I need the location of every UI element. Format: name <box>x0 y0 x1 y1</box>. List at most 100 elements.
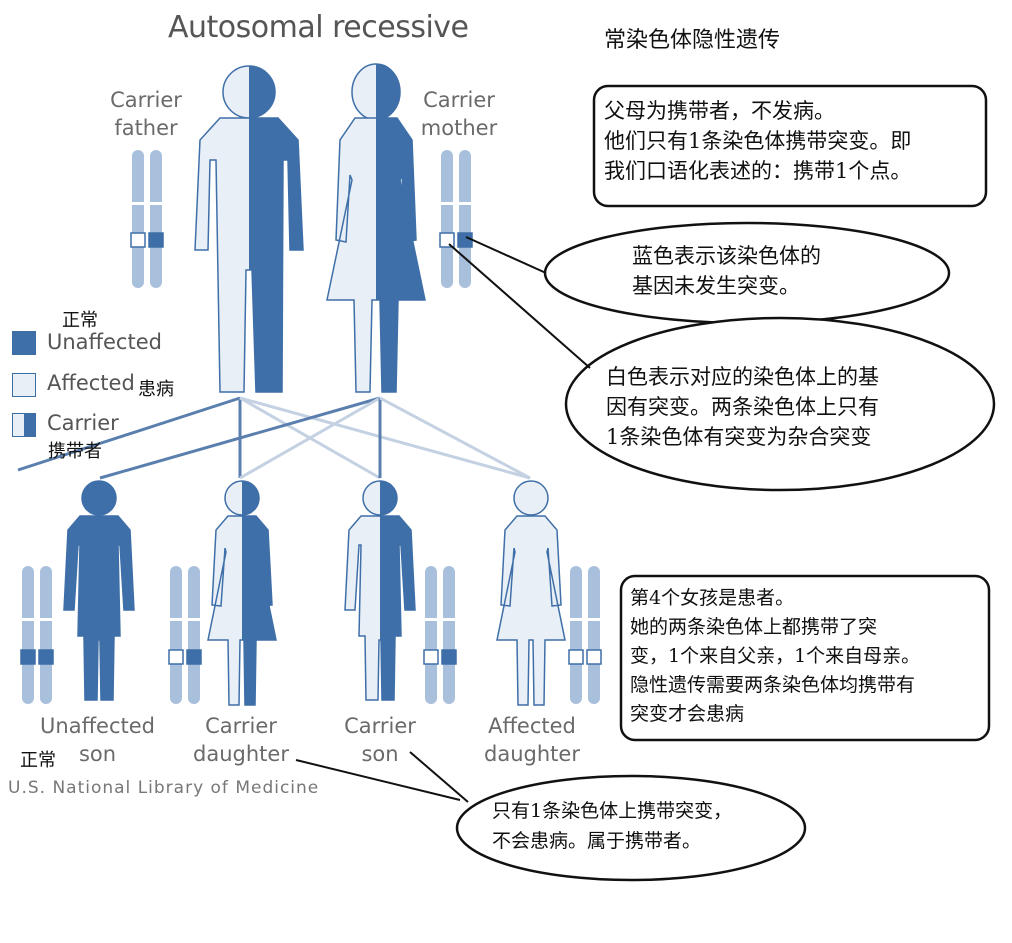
child-affected-daughter <box>496 480 566 706</box>
legend-affected-label: Affected <box>47 371 135 395</box>
normal-gene-band <box>441 649 457 665</box>
daughter-note-line5: 突变才会患病 <box>630 703 745 725</box>
daughter-note-line4: 隐性遗传需要两条染色体均携带有 <box>630 674 916 696</box>
centromere <box>459 202 471 205</box>
white-note-text: 白色表示对应的染色体上的基 因有突变。两条染色体上只有 1条染色体有突变为杂合突… <box>606 362 879 452</box>
legend-carrier-label: Carrier <box>47 411 119 435</box>
daughter-note-line1: 第4个女孩是患者。 <box>630 587 795 609</box>
son1-chromosomes <box>20 566 54 704</box>
child-unaffected-son <box>63 480 135 701</box>
daughter2-chromosomes <box>568 566 602 704</box>
chromosome <box>40 566 52 704</box>
normal-gene-band <box>148 232 164 248</box>
child4-label-line1: Affected <box>488 714 576 738</box>
chromosome <box>441 150 453 288</box>
carrier-note-text: 只有1条染色体上携带突变， 不会患病。属于携带者。 <box>492 796 732 856</box>
child-label-affected-daughter: Affected daughter <box>474 712 590 768</box>
father-label-line2: father <box>114 116 178 140</box>
mutated-gene-band <box>130 232 146 248</box>
chromosome <box>443 566 455 704</box>
parents-note-line3: 我们口语化表述的：携带1个点。 <box>604 159 912 183</box>
mother-label: Carrier mother <box>414 86 504 142</box>
child1-label-line2: son <box>78 742 117 766</box>
chromosome <box>132 150 144 288</box>
chromosome <box>22 566 34 704</box>
carrier-note-pointer-daughter <box>295 759 461 801</box>
child2-label-line2: daughter <box>193 742 289 766</box>
carrier-note-line2: 不会患病。属于携带者。 <box>492 830 702 852</box>
mother-label-line1: Carrier <box>423 88 495 112</box>
mutated-gene-band <box>423 649 439 665</box>
white-note-line2: 因有突变。两条染色体上只有 <box>606 395 879 419</box>
legend-affected-swatch <box>12 373 36 397</box>
carrier-note-pointer-son <box>409 751 469 803</box>
inheritance-lines <box>17 396 531 480</box>
white-note-pointer <box>448 243 591 369</box>
mother-figure <box>326 63 426 393</box>
legend-carrier-cn: 携带者 <box>48 441 102 462</box>
centromere <box>443 618 455 621</box>
child-label-carrier-son: Carrier son <box>335 712 425 768</box>
daughter-note-box <box>619 574 991 742</box>
daughter-note-line2: 她的两条染色体上都携带了突 <box>630 616 878 638</box>
centromere <box>40 618 52 621</box>
blue-note-pointer <box>465 236 547 274</box>
credit-line: U.S. National Library of Medicine <box>8 778 320 798</box>
daughter-chromosomes <box>168 566 202 704</box>
white-note-ellipse <box>564 316 996 492</box>
chromosome <box>170 566 182 704</box>
blue-note-line1: 蓝色表示该染色体的 <box>632 244 821 268</box>
chromosome <box>459 150 471 288</box>
centromere <box>441 202 453 205</box>
centromere <box>188 618 200 621</box>
child3-label-line1: Carrier <box>344 714 416 738</box>
centromere <box>150 202 162 205</box>
chromosome <box>150 150 162 288</box>
child-label-carrier-daughter: Carrier daughter <box>186 712 296 768</box>
carrier-note-ellipse <box>455 774 807 882</box>
child-unaffected-cn: 正常 <box>20 750 56 771</box>
carrier-note-line1: 只有1条染色体上携带突变， <box>492 800 733 822</box>
mutated-gene-band <box>568 649 584 665</box>
child1-label-line1: Unaffected <box>40 714 155 738</box>
mother-label-line2: mother <box>420 116 498 140</box>
son2-chromosomes <box>423 566 457 704</box>
father-figure <box>194 65 304 393</box>
centromere <box>170 618 182 621</box>
white-note-line3: 1条染色体有突变为杂合突变 <box>606 425 872 449</box>
parents-note-line1: 父母为携带者，不发病。 <box>604 99 835 123</box>
child3-label-line2: son <box>361 742 399 766</box>
normal-gene-band <box>20 649 36 665</box>
title-chinese: 常染色体隐性遗传 <box>604 28 781 53</box>
legend-unaffected-label: Unaffected <box>47 330 162 354</box>
centromere <box>425 618 437 621</box>
father-label-line1: Carrier <box>110 88 182 112</box>
white-note-line1: 白色表示对应的染色体上的基 <box>606 365 879 389</box>
normal-gene-band <box>186 649 202 665</box>
legend-affected-cn: 患病 <box>138 379 174 400</box>
normal-gene-band <box>38 649 54 665</box>
child-carrier-daughter <box>207 480 277 706</box>
chromosome <box>570 566 582 704</box>
chromosome <box>588 566 600 704</box>
blue-note-line2: 基因未发生突变。 <box>632 274 800 298</box>
parents-note-line2: 他们只有1条染色体携带突变。即 <box>604 129 912 153</box>
blue-note-text: 蓝色表示该染色体的 基因未发生突变。 <box>632 241 821 301</box>
centromere <box>570 618 582 621</box>
daughter-note-line3: 变，1个来自父亲，1个来自母亲。 <box>630 645 921 667</box>
child4-label-line2: daughter <box>484 742 580 766</box>
legend-unaffected-cn: 正常 <box>62 310 98 331</box>
title-english: Autosomal recessive <box>168 10 469 45</box>
parents-note-box <box>592 84 988 208</box>
father-chromosomes <box>130 150 164 288</box>
legend-unaffected-swatch <box>12 331 36 355</box>
mutated-gene-band <box>586 649 602 665</box>
child2-label-line1: Carrier <box>205 714 277 738</box>
mutated-gene-band <box>168 649 184 665</box>
chromosome <box>188 566 200 704</box>
centromere <box>588 618 600 621</box>
daughter-note-text: 第4个女孩是患者。 她的两条染色体上都携带了突 变，1个来自父亲，1个来自母亲。… <box>630 584 920 729</box>
